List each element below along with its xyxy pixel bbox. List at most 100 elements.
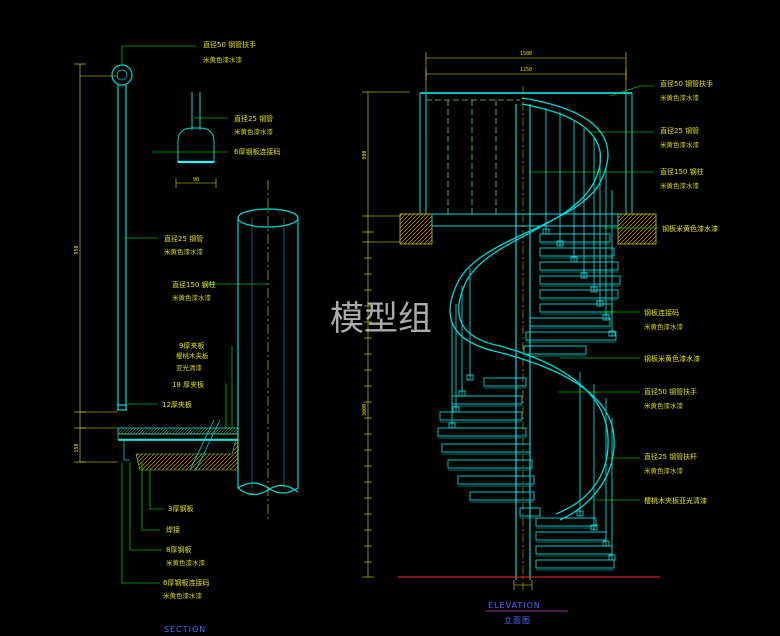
stair-tread bbox=[539, 261, 619, 271]
steel-column bbox=[237, 180, 299, 520]
callout-weld: 焊接 bbox=[166, 525, 180, 534]
watermark: 模型组 bbox=[330, 299, 432, 339]
stair-tread bbox=[483, 377, 527, 387]
spiral-handrail bbox=[449, 97, 615, 521]
baluster-connector bbox=[556, 240, 564, 247]
elev-callout-baluster-25: 直径25 钢管扶杆 bbox=[644, 452, 697, 461]
callout-baluster-25-finish: 米黄色漆水漆 bbox=[164, 247, 204, 256]
stair-tread bbox=[539, 247, 615, 257]
elev-callout-handrail-50-lower-finish: 米黄色漆水漆 bbox=[644, 401, 684, 410]
callout-pipe-25: 直径25 钢管 bbox=[234, 114, 273, 123]
stair-treads bbox=[437, 233, 621, 571]
section-handrail bbox=[111, 64, 133, 411]
stair-tread bbox=[451, 395, 523, 405]
stair-tread bbox=[437, 427, 527, 437]
stair-tread bbox=[535, 559, 615, 569]
connector-dim: 90 bbox=[193, 177, 199, 183]
elevation-title: ELEVATION bbox=[488, 601, 541, 610]
bottom-dimension bbox=[513, 580, 533, 590]
callout-connector-plate: 6厚钢板连接码 bbox=[234, 147, 280, 156]
stair-tread bbox=[535, 517, 597, 527]
landing-guardrail-hidden bbox=[426, 99, 520, 214]
stair-tread bbox=[439, 411, 523, 421]
stair-tread bbox=[539, 289, 619, 299]
callout-matte-varnish: 亚光清漆 bbox=[176, 363, 203, 372]
callout-connector-plate-6: 6厚钢板连接码 bbox=[163, 578, 209, 587]
baluster-connector bbox=[590, 286, 598, 293]
landing-slab bbox=[399, 213, 657, 245]
baluster-connector bbox=[576, 510, 584, 517]
callout-plywood-12: 12厚夹板 bbox=[162, 400, 192, 409]
elevation-subtitle: 立面图 bbox=[504, 615, 531, 625]
baluster-connector bbox=[590, 524, 598, 531]
section-title: SECTION bbox=[164, 625, 206, 634]
callout-connector-plate-6-finish: 米黄色漆水漆 bbox=[163, 591, 203, 600]
callout-plywood-9: 9厚夹板 bbox=[179, 341, 204, 350]
stair-tread bbox=[441, 443, 531, 453]
elevation-view: 1500 1250 900 3000 bbox=[362, 51, 718, 625]
elev-callout-pipe-25: 直径25 钢管 bbox=[660, 126, 699, 135]
elev-callout-connector: 钢板连接码 bbox=[644, 308, 679, 317]
baluster-connector bbox=[602, 314, 610, 321]
stair-tread bbox=[539, 275, 621, 285]
stair-tread bbox=[525, 331, 617, 341]
stair-tread bbox=[523, 345, 587, 355]
elev-callout-pipe-25-finish: 米黄色漆水漆 bbox=[660, 140, 700, 149]
stair-tread bbox=[539, 233, 611, 243]
section-leaders bbox=[121, 45, 268, 584]
connector-detail bbox=[177, 92, 215, 164]
stair-tread bbox=[529, 317, 611, 327]
callout-cherry-veneer: 樱桃木夹板 bbox=[176, 351, 209, 360]
callout-baluster-25: 直径25 钢管 bbox=[164, 234, 203, 243]
elev-callout-baluster-25-finish: 米黄色漆水漆 bbox=[644, 466, 684, 475]
stair-tread bbox=[457, 475, 535, 485]
baluster-connector bbox=[580, 272, 588, 279]
stair-tread bbox=[535, 531, 607, 541]
stair-tread bbox=[519, 507, 541, 517]
stair-tread bbox=[539, 303, 613, 313]
elev-callout-handrail-50: 直径50 钢管扶手 bbox=[660, 79, 713, 88]
elev-callout-handrail-50-finish: 米黄色漆水漆 bbox=[660, 93, 700, 102]
elevation-callouts: 直径50 钢管扶手 米黄色漆水漆 直径25 钢管 米黄色漆水漆 直径150 钢柱… bbox=[644, 79, 718, 505]
stair-tread bbox=[447, 459, 533, 469]
spiral-balusters bbox=[448, 108, 616, 561]
callout-handrail-50-finish: 米黄色漆水漆 bbox=[203, 55, 243, 64]
callout-column-150: 直径150 钢柱 bbox=[172, 280, 216, 289]
elevation-dim-overall: 1500 bbox=[520, 51, 532, 57]
callout-handrail-50: 直径50 钢管扶手 bbox=[203, 40, 256, 49]
baluster-connector bbox=[466, 374, 474, 381]
section-dim-base: 150 bbox=[74, 443, 80, 452]
elevation-left-dimensions bbox=[362, 91, 410, 578]
elevation-leaders bbox=[530, 85, 658, 501]
elevation-dim-landing: 1250 bbox=[520, 67, 532, 73]
elevation-top-dimensions bbox=[425, 52, 627, 92]
baluster-connector bbox=[608, 330, 616, 337]
section-dim-height: 950 bbox=[74, 245, 80, 254]
callout-steel-plate-8-finish: 米黄色漆水漆 bbox=[166, 558, 206, 567]
callout-steel-plate-3: 3厚钢板 bbox=[168, 504, 193, 513]
callout-pipe-25-finish: 米黄色漆水漆 bbox=[234, 127, 274, 136]
elev-callout-steel-plate-paint: 钢板米黄色漆水漆 bbox=[662, 224, 718, 233]
elevation-dim-rise: 3000 bbox=[362, 404, 368, 416]
connector-dimension bbox=[175, 178, 217, 188]
elevation-dim-rail: 900 bbox=[362, 150, 368, 159]
callout-column-150-finish: 米黄色漆水漆 bbox=[172, 293, 212, 302]
elev-callout-handrail-50-lower: 直径50 钢管扶手 bbox=[644, 387, 697, 396]
section-callouts: 直径50 钢管扶手 米黄色漆水漆 直径25 钢管 米黄色漆水漆 6厚钢板连接码 … bbox=[162, 40, 280, 600]
elev-callout-plate-paint-2: 钢板米黄色漆水漆 bbox=[644, 354, 700, 363]
stair-tread bbox=[535, 545, 613, 555]
landing-guardrail bbox=[419, 92, 633, 214]
callout-plywood-18: 18 厚夹板 bbox=[172, 380, 204, 389]
elev-callout-column-150: 直径150 钢柱 bbox=[660, 167, 704, 176]
elev-callout-cherry-varnish: 樱桃木夹板亚光清漆 bbox=[644, 496, 707, 505]
section-view: 950 150 90 bbox=[74, 40, 299, 634]
elevation-step-ticks bbox=[364, 257, 372, 563]
elev-callout-connector-finish: 米黄色漆水漆 bbox=[644, 322, 684, 331]
stair-tread bbox=[469, 491, 535, 501]
baluster-connector bbox=[596, 300, 604, 307]
tread-section bbox=[117, 419, 239, 471]
elev-callout-column-150-finish: 米黄色漆水漆 bbox=[660, 181, 700, 190]
callout-steel-plate-8: 8厚钢板 bbox=[166, 545, 191, 554]
section-dimension-chain bbox=[74, 63, 118, 463]
